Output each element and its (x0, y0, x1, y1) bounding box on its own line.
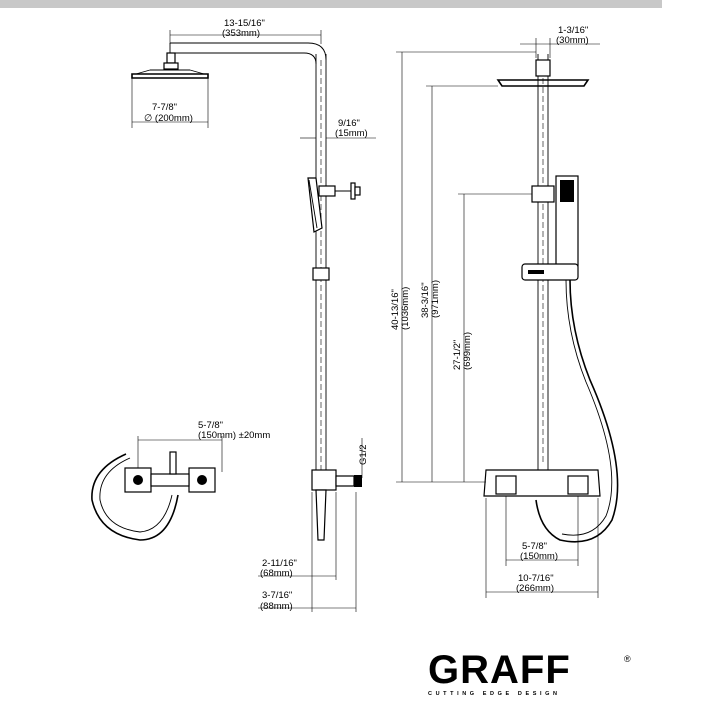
dim-total-height-in: 40-13/16" (390, 289, 401, 330)
dim-proj2-in: 3-7/16" (262, 590, 292, 601)
dim-holder-height-mm: (699mm) (462, 332, 473, 370)
dim-valve-width-mm: (266mm) (516, 583, 554, 594)
dim-head-height-in: 38-3/16" (420, 282, 431, 318)
registered-mark: ® (624, 654, 631, 664)
graff-logo: GRAFF ® CUTTING EDGE DESIGN (428, 650, 638, 702)
logo-tagline: CUTTING EDGE DESIGN (428, 691, 561, 697)
front-view: 1-3/16" (30mm) 40-13/16" (1036mm) 38-3/1… (390, 25, 619, 598)
dim-head-thickness-in: 1-3/16" (558, 25, 588, 36)
dim-head-height-mm: (971mm) (430, 280, 441, 318)
top-gray-bar (0, 0, 662, 8)
dim-proj1-mm: (68mm) (260, 568, 293, 579)
logo-wordmark: GRAFF (428, 648, 571, 692)
dim-arm-in: 13-15/16" (224, 18, 265, 29)
inlet-detail: 5-7/8" (150mm) ±20mm (91, 420, 270, 541)
dim-valve-centers-mm: (150mm) (520, 551, 558, 562)
dim-proj2-mm: (88mm) (260, 601, 293, 612)
side-view: 13-15/16" (353mm) 7-7/8" ∅ (200mm) 9/16"… (131, 18, 376, 612)
dim-arm-mm: (353mm) (222, 28, 260, 39)
dim-thread: G1/2 (358, 444, 369, 465)
dim-proj1-in: 2-11/16" (262, 558, 297, 569)
dim-pipe-in: 9/16" (338, 118, 360, 129)
dim-inlet-in: 5-7/8" (198, 420, 223, 431)
dim-holder-height-in: 27-1/2" (452, 340, 463, 370)
dim-inlet-mm: (150mm) ±20mm (198, 430, 270, 441)
dim-head-thickness-mm: (30mm) (556, 35, 589, 46)
dim-total-height-mm: (1036mm) (400, 287, 411, 330)
dim-valve-width-in: 10-7/16" (518, 573, 554, 584)
dim-head-diameter-mm: ∅ (200mm) (144, 113, 193, 124)
dim-head-diameter-in: 7-7/8" (152, 102, 177, 113)
dim-valve-centers-in: 5-7/8" (522, 541, 547, 552)
dim-pipe-mm: (15mm) (335, 128, 368, 139)
